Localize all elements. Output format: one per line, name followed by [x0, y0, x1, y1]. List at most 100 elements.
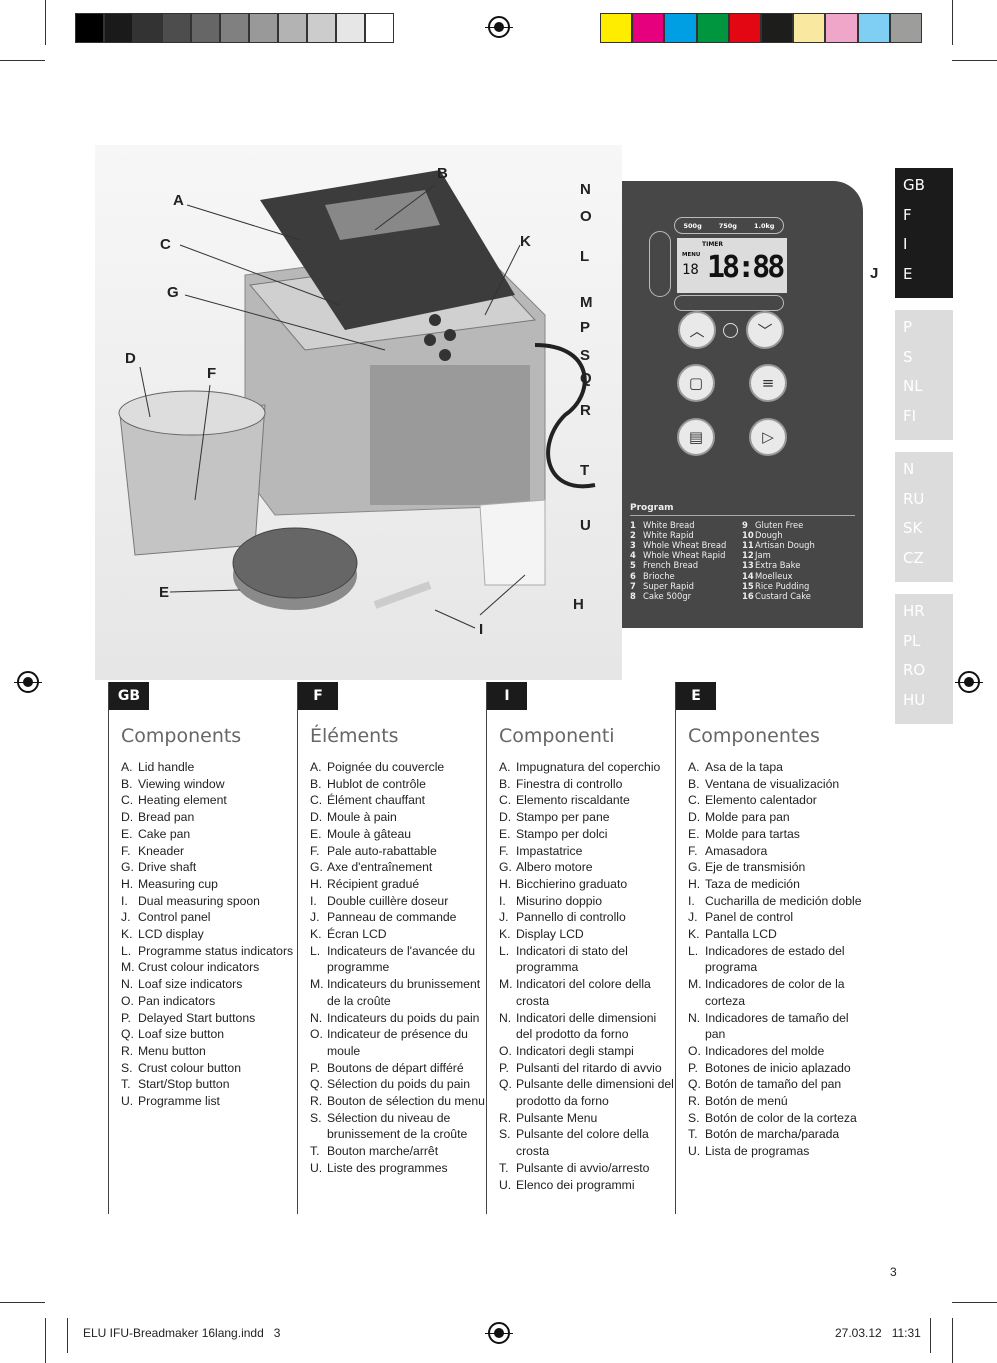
language-tab[interactable]: GB [903, 176, 925, 194]
list-item: K.Pantalla LCD [688, 926, 864, 943]
program-title: Program [630, 503, 855, 517]
item-letter: J. [499, 910, 509, 925]
item-text: Sélection du poids du pain [327, 1077, 470, 1092]
item-letter: J. [688, 910, 698, 925]
list-item: E.Molde para tartas [688, 826, 864, 843]
program-item: 10Dough [742, 530, 854, 540]
item-text: Liste des programmes [327, 1160, 448, 1175]
list-item: A.Poignée du couvercle [310, 759, 486, 776]
item-text: Indicateur de présence du moule [327, 1027, 468, 1058]
language-tab[interactable]: P [903, 318, 913, 336]
item-text: Albero motore [516, 860, 593, 875]
item-text: Measuring cup [138, 876, 218, 891]
language-tab[interactable]: I [903, 235, 908, 253]
menu-number: 18 [682, 262, 699, 278]
gray-swatch [133, 13, 162, 43]
item-letter: A. [310, 760, 322, 774]
program-number: 2 [630, 530, 636, 541]
list-item: P.Delayed Start buttons [121, 1010, 297, 1027]
item-letter: H. [121, 876, 134, 891]
time-display: 18:88 [707, 250, 785, 285]
language-tag: E [676, 682, 716, 710]
language-tab[interactable]: RU [903, 489, 925, 508]
language-tab[interactable]: SK [903, 519, 923, 537]
gray-swatch [307, 13, 336, 43]
programme-status-indicators [649, 231, 671, 297]
item-letter: L. [688, 943, 699, 958]
list-item: K.Écran LCD [310, 926, 486, 943]
label-e: E [159, 584, 170, 601]
program-item: 13Extra Bake [742, 560, 854, 570]
item-text: Indicateurs du poids du pain [327, 1010, 480, 1025]
list-item: U.Elenco dei programmi [499, 1177, 675, 1194]
item-text: Pulsante del colore della crosta [516, 1127, 649, 1159]
weight-1kg: 1.0kg [753, 221, 775, 230]
language-tab[interactable]: FI [903, 406, 917, 425]
language-tab[interactable]: HU [903, 690, 926, 709]
list-item: S.Pulsante del colore della crosta [499, 1126, 675, 1159]
program-number: 7 [630, 580, 636, 591]
item-letter: D. [121, 810, 134, 825]
program-name: Extra Bake [755, 560, 801, 571]
registration-mark-icon [485, 1322, 513, 1344]
gray-swatch [365, 13, 394, 43]
list-item: I.Double cuillère doseur [310, 893, 486, 910]
item-text: Indicadores de tamaño del pan [705, 1010, 849, 1042]
lcd-display: TIMER MENU 18 18:88 [677, 238, 787, 293]
delay-up-button[interactable]: ﹀ [746, 311, 784, 349]
list-item: M.Indicadores de color de la corteza [688, 976, 864, 1009]
language-tab[interactable]: F [903, 205, 912, 224]
language-tab[interactable]: HR [903, 602, 925, 620]
item-letter: K. [121, 927, 133, 942]
label-n: N [580, 181, 591, 198]
delay-down-button[interactable]: ︿ [678, 311, 716, 349]
label-r: R [580, 402, 591, 419]
list-item: F.Impastatrice [499, 843, 675, 860]
label-b: B [437, 165, 448, 182]
item-text: Loaf size indicators [138, 977, 243, 992]
list-item: I.Dual measuring spoon [121, 893, 297, 910]
item-text: Cucharilla de medición doble [705, 893, 862, 908]
list-item: G.Eje de transmisión [688, 859, 864, 876]
item-letter: G. [499, 860, 512, 875]
program-number: 4 [630, 550, 636, 561]
language-tab[interactable]: PL [903, 631, 921, 650]
language-tag: GB [109, 682, 149, 710]
item-text: Botones de inicio aplazado [705, 1060, 851, 1075]
item-letter: T. [499, 1160, 509, 1175]
language-tab[interactable]: NL [903, 377, 923, 395]
language-tab[interactable]: RO [903, 661, 926, 679]
item-letter: R. [499, 1110, 512, 1125]
list-item: R. Pulsante Menu [499, 1110, 675, 1127]
color-swatch [889, 13, 922, 43]
item-text: Boutons de départ différé [327, 1060, 464, 1075]
crust-colour-button[interactable]: ≡ [749, 364, 787, 402]
loaf-size-button[interactable]: ▢ [677, 364, 715, 402]
color-swatch [857, 13, 890, 43]
gray-swatch [104, 13, 133, 43]
language-tab[interactable]: E [903, 264, 913, 283]
list-item: Q.Botón de tamaño del pan [688, 1076, 864, 1093]
item-letter: G. [688, 860, 701, 875]
menu-label: MENU [682, 252, 701, 258]
list-item: T.Bouton marche/arrêt [310, 1143, 486, 1160]
program-name: Cake 500gr [643, 590, 692, 601]
item-letter: O. [310, 1027, 323, 1042]
language-tab[interactable]: S [903, 347, 913, 366]
list-item: P.Pulsanti del ritardo di avvio [499, 1060, 675, 1077]
language-tab[interactable]: CZ [903, 548, 924, 567]
start-stop-button[interactable]: ▷ [749, 418, 787, 456]
item-text: Pulsante Menu [516, 1110, 598, 1125]
list-item: C.Elemento calentador [688, 792, 864, 809]
program-name: Super Rapid [643, 580, 694, 591]
list-item: B.Ventana de visualización [688, 776, 864, 793]
list-item: C.Heating element [121, 792, 297, 809]
language-tab[interactable]: N [903, 460, 915, 478]
menu-button[interactable]: ▤ [677, 418, 715, 456]
list-item: I.Misurino doppio [499, 893, 675, 910]
